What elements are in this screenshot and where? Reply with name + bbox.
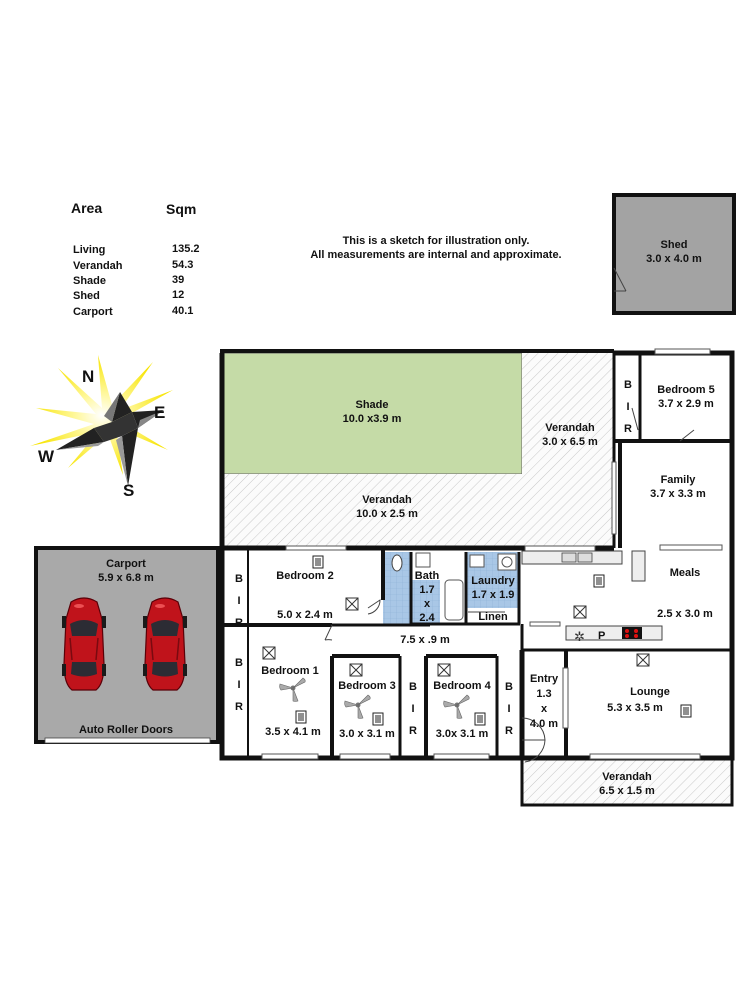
shed-door [613,267,627,292]
disclaimer-line-1: This is a sketch for illustration only. [342,235,530,247]
smoke-alarm-icon [437,663,451,677]
bedroom1-dims: 3.5 x 4.1 m [265,726,321,738]
disclaimer-line-2: All measurements are internal and approx… [310,249,562,261]
compass-sun-rays [30,355,173,475]
heater-icon [593,574,605,588]
compass-star [56,392,164,486]
sqm-header: Sqm [166,201,197,217]
lounge-name: Lounge [630,686,670,698]
heater-icon [474,712,486,726]
area-row-value: 40.1 [172,305,194,317]
heater-icon [372,712,384,726]
kitchen-benches [521,550,663,641]
compass-w-label: W [38,447,55,466]
bedroom2-name: Bedroom 2 [276,570,334,582]
area-row-label: Shed [73,290,100,302]
ceiling-fan-icon [279,677,306,702]
ceiling-fan-icon [344,694,371,719]
area-row-value: 135.2 [172,243,200,255]
area-row-label: Living [73,244,106,256]
bedroom3-name: Bedroom 3 [338,680,396,692]
area-row-label: Carport [73,306,113,318]
bedroom3-dims: 3.0 x 3.1 m [339,728,395,740]
ceiling-fan-icon [443,694,470,719]
smoke-alarm-icon [349,663,363,677]
bedroom4-dims: 3.0x 3.1 m [435,728,489,740]
bedroom4-name: Bedroom 4 [433,680,491,692]
bedroom2-dims: 5.0 x 2.4 m [277,609,333,621]
exhaust-fan-icon: ✲ [574,629,585,644]
heater-icon [312,555,324,569]
car-left [61,597,107,691]
shed-room [612,193,736,315]
meals-dims: 2.5 x 3.0 m [657,608,713,620]
car-right [142,597,188,691]
heater-icon [680,704,692,718]
smoke-alarm-icon [262,646,276,660]
windows [261,348,723,760]
bath-floor [412,580,440,624]
verandah-area [222,353,614,548]
roller-door-label: Auto Roller Doors [78,724,174,736]
area-row-value: 54.3 [172,259,194,271]
area-row-label: Verandah [73,260,123,272]
bathroom-fixtures [391,552,517,621]
heater-icon [295,710,307,724]
area-row-label: Shade [73,275,107,287]
linen-label: Linen [478,611,508,623]
smoke-alarm-icon [573,605,587,619]
compass-e-label: E [154,403,165,422]
meals-name: Meals [669,567,701,579]
pantry-label: P [598,630,605,642]
smoke-alarm-icon [636,653,650,667]
area-header: Area [71,200,103,216]
compass-rose: N E S W [30,355,173,500]
lounge-dims: 5.3 x 3.5 m [607,702,663,714]
hall-label: 7.5 x .9 m [400,634,450,646]
compass-n-label: N [82,367,94,386]
compass-s-label: S [123,481,134,500]
bedroom1-name: Bedroom 1 [261,665,319,677]
doors [324,407,695,763]
area-row-value: 12 [172,289,185,301]
area-row-value: 39 [172,274,185,286]
roller-door [44,737,211,744]
